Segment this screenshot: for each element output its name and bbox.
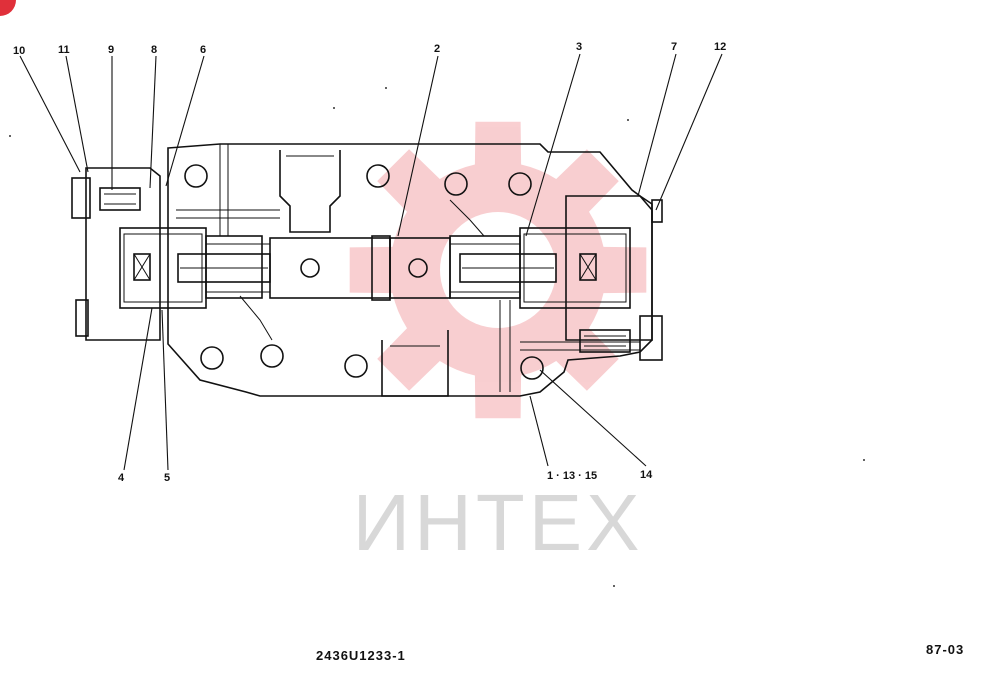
page-code: 87-03 <box>926 642 964 657</box>
callout-14: 14 <box>640 469 653 481</box>
callouts: 10 11 9 8 6 2 3 7 12 4 5 1 · 13 · 15 14 <box>13 41 726 484</box>
watermark-text: ИНТЕХ <box>353 478 644 567</box>
callout-1-13-15: 1 · 13 · 15 <box>547 470 597 482</box>
watermark-gear-logo <box>349 121 647 419</box>
leader-lines <box>19 53 723 471</box>
scan-dots <box>9 87 865 587</box>
callout-3: 3 <box>576 41 582 53</box>
callout-12: 12 <box>714 41 726 53</box>
callout-2: 2 <box>434 43 440 55</box>
corner-badge <box>0 0 16 16</box>
callout-7: 7 <box>671 41 677 53</box>
callout-11: 11 <box>58 44 70 56</box>
screw-details <box>99 187 631 353</box>
callout-6: 6 <box>200 44 206 56</box>
spool-assembly <box>119 227 631 309</box>
watermark-gear-hole <box>440 212 556 328</box>
drawing-number: 2436U1233-1 <box>316 648 406 663</box>
callout-4: 4 <box>118 472 125 484</box>
callout-8: 8 <box>151 44 157 56</box>
callout-5: 5 <box>164 472 170 484</box>
callout-10: 10 <box>13 45 25 57</box>
callout-9: 9 <box>108 44 114 56</box>
valve-body <box>71 143 663 397</box>
